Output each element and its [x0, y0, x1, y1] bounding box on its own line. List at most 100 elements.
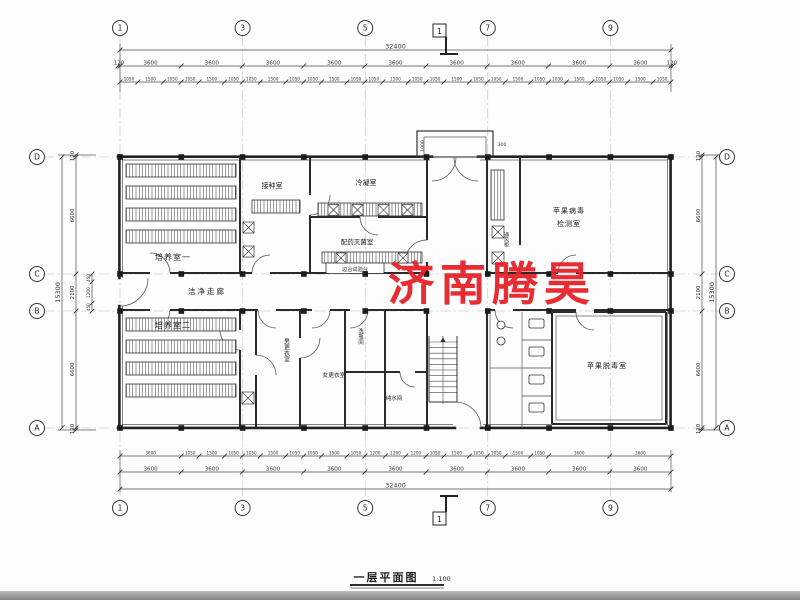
dim-tick	[117, 469, 123, 475]
column-marker	[301, 308, 307, 314]
dim-tick	[178, 469, 184, 475]
dim-label: 15300	[708, 282, 716, 303]
dim-tick	[699, 427, 705, 433]
column-marker	[178, 308, 185, 314]
dim-label: 3600	[572, 60, 587, 66]
bench-label-box	[325, 262, 385, 274]
dim-tick	[545, 469, 552, 475]
dim-label: 450	[86, 274, 91, 282]
dim-tick	[318, 79, 325, 85]
dim-tick	[699, 154, 705, 160]
dim-tick	[73, 152, 79, 158]
dim-label: 1050	[185, 450, 196, 455]
dim-tick	[699, 425, 705, 431]
dim-tick	[59, 154, 65, 160]
dim-tick	[402, 453, 409, 459]
dim-label: 3600	[388, 60, 403, 66]
dim-label: 1050	[185, 76, 196, 81]
axis-bubble-label: 9	[608, 504, 613, 513]
dim-label: 1500	[329, 76, 340, 81]
dim-tick	[239, 79, 246, 85]
dim-tick	[423, 79, 429, 85]
axis-bubble-label: A	[34, 424, 40, 433]
room-label-virus-line1: 苹果病毒	[553, 206, 585, 215]
dim-tick	[362, 63, 368, 69]
dim-tick	[300, 469, 307, 475]
dim-tick	[466, 453, 473, 459]
room-label-detox: 苹果脱毒室	[587, 361, 627, 370]
axis-bubble-label: 1	[118, 24, 123, 33]
dim-tick	[713, 425, 719, 431]
dim-tick	[73, 154, 79, 160]
pass-box-cross	[397, 252, 409, 264]
dim-label: 6600	[70, 208, 76, 222]
column-marker	[239, 154, 246, 160]
dim-tick	[563, 79, 570, 85]
dim-tick	[466, 79, 473, 85]
dim-label: 3600	[145, 450, 156, 455]
column-markers	[117, 154, 674, 431]
drawing-scale: 1:100	[432, 575, 451, 583]
room-label-corridor: 洁净走廊	[188, 286, 226, 296]
dim-tick	[484, 63, 490, 69]
dim-label: 1500	[451, 450, 462, 455]
dim-tick	[73, 427, 79, 433]
axis-bubble	[234, 500, 251, 516]
axis-bubble	[719, 420, 735, 436]
dim-tick	[423, 63, 429, 69]
dim-label: 1500	[329, 450, 340, 455]
column-marker	[117, 308, 123, 314]
dim-label: 2100	[70, 285, 76, 299]
dim-label: 3600	[633, 466, 648, 472]
dim-label: 3600	[511, 60, 526, 66]
dim-tick	[89, 279, 95, 285]
dim-label: 3600	[143, 60, 158, 66]
dim-label: 1050	[124, 76, 135, 81]
dim-label: 1050	[491, 76, 502, 81]
dim-tick	[502, 453, 508, 459]
dim-tick	[589, 79, 595, 85]
axis-bubble	[719, 303, 735, 319]
column-marker	[668, 308, 674, 314]
dim-label: 1050	[430, 450, 441, 455]
dim-label: 6600	[70, 362, 76, 376]
dim-label: 1050	[246, 76, 257, 81]
dim-label: 1500	[513, 76, 524, 81]
axis-bubble-label: 7	[485, 504, 490, 513]
dim-tick	[239, 63, 246, 69]
dim-tick	[624, 79, 631, 85]
dim-tick	[699, 271, 705, 277]
dim-label: 6600	[696, 208, 702, 222]
column-marker	[485, 271, 491, 277]
dim-tick	[257, 79, 264, 85]
room-label-cultivation2: 培养室二	[155, 320, 191, 330]
dim-label: 1500	[206, 76, 217, 81]
pass-box-cross	[241, 391, 255, 405]
dim-tick	[117, 47, 123, 53]
column-marker	[668, 425, 674, 431]
room-label-cultivation1: 培养室一	[155, 252, 191, 262]
room-label-men-changing: 男更衣室	[283, 338, 290, 362]
dim-tick	[405, 79, 411, 85]
dim-label: 3600	[266, 466, 281, 472]
dim-tick	[117, 453, 123, 459]
dim-label: 1050	[473, 450, 484, 455]
axis-bubble	[234, 20, 251, 36]
dim-label: 120	[696, 423, 702, 434]
dim-tick	[239, 453, 246, 459]
dim-tick	[423, 453, 429, 459]
dim-tick	[699, 152, 705, 158]
dim-label: 1050	[368, 76, 379, 81]
column-marker	[178, 154, 185, 160]
room-label-pure-water: 纯水间	[386, 394, 403, 402]
column-marker	[485, 308, 491, 314]
dim-tick	[607, 79, 613, 85]
axis-bubble	[29, 149, 45, 165]
dim-label: 1050	[412, 76, 423, 81]
dim-tick	[344, 79, 350, 85]
dim-label: 3600	[450, 466, 465, 472]
dim-label: 1500	[145, 76, 156, 81]
column-marker	[423, 425, 430, 431]
pass-box-cross	[327, 204, 340, 216]
